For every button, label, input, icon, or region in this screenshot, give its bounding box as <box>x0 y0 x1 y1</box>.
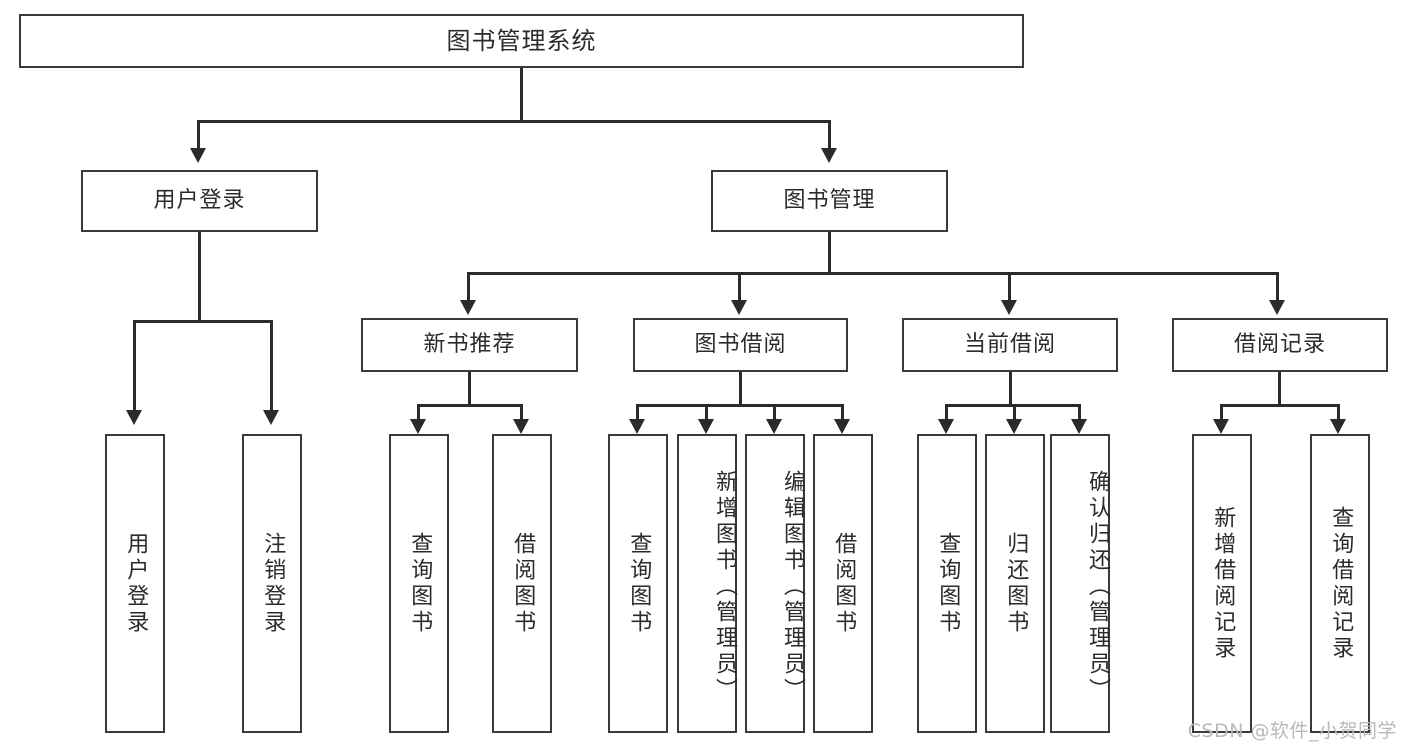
leaf-user-logout[interactable]: 注销登录 <box>242 434 302 733</box>
connector-user-login-branch-1 <box>133 320 136 412</box>
node-book-management[interactable]: 图书管理 <box>711 170 948 232</box>
connector-user-login-stem <box>198 232 201 322</box>
connector-new-book-stem <box>468 372 471 406</box>
arrowhead-borrow-record-leaf-2 <box>1330 419 1346 434</box>
arrowhead-new-book-leaf-1 <box>410 419 426 434</box>
arrowhead-book-mgmt-branch-1 <box>460 300 476 315</box>
connector-book-borrow-branch-4 <box>841 404 844 422</box>
node-book-borrow[interactable]: 图书借阅 <box>633 318 848 372</box>
arrowhead-borrow-record-leaf-1 <box>1213 419 1229 434</box>
connector-borrow-record-stem <box>1278 372 1281 406</box>
leaf-borrow-add-book-admin[interactable]: 新增图书（管理员） <box>677 434 737 733</box>
arrowhead-current-borrow-leaf-3 <box>1071 419 1087 434</box>
leaf-label: 查询图书 <box>626 531 652 636</box>
leaf-user-login[interactable]: 用户登录 <box>105 434 165 733</box>
leaf-label: 编辑图书（管理员） <box>780 469 805 704</box>
connector-book-borrow-branch-3 <box>773 404 776 422</box>
connector-new-book-branch-2 <box>520 404 523 422</box>
connector-current-borrow-branch-3 <box>1078 404 1081 422</box>
connector-root-stem <box>520 68 523 120</box>
connector-new-book-branch-1 <box>417 404 420 422</box>
arrowhead-book-borrow-leaf-3 <box>766 419 782 434</box>
leaf-label: 新增借阅记录 <box>1210 505 1236 662</box>
leaf-borrow-query-book[interactable]: 查询图书 <box>608 434 668 733</box>
node-new-book-recommend[interactable]: 新书推荐 <box>361 318 578 372</box>
arrowhead-current-borrow-leaf-1 <box>938 419 954 434</box>
arrowhead-root-to-user-login <box>190 148 206 163</box>
connector-current-borrow-stem <box>1009 372 1012 406</box>
arrowhead-root-to-book-mgmt <box>821 148 837 163</box>
node-label: 新书推荐 <box>423 331 516 357</box>
connector-root-to-book-mgmt <box>828 120 831 150</box>
node-user-login[interactable]: 用户登录 <box>81 170 318 232</box>
arrowhead-user-login-leaf-1 <box>126 410 142 425</box>
connector-borrow-record-branch-1 <box>1220 404 1223 422</box>
leaf-label: 借阅图书 <box>831 531 857 636</box>
leaf-label: 查询图书 <box>407 531 433 636</box>
connector-book-mgmt-branch-2 <box>738 272 741 302</box>
node-label: 借阅记录 <box>1233 331 1326 357</box>
arrowhead-book-mgmt-branch-2 <box>731 300 747 315</box>
leaf-label: 注销登录 <box>260 531 286 636</box>
connector-new-book-bus <box>417 404 523 407</box>
leaf-label: 用户登录 <box>123 531 149 636</box>
leaf-recommend-borrow-book[interactable]: 借阅图书 <box>492 434 552 733</box>
connector-user-login-branch-2 <box>270 320 273 412</box>
node-label: 图书借阅 <box>694 331 787 357</box>
leaf-label: 查询借阅记录 <box>1328 505 1354 662</box>
connector-book-borrow-bus <box>636 404 844 407</box>
connector-current-borrow-branch-2 <box>1013 404 1016 422</box>
node-borrow-record[interactable]: 借阅记录 <box>1172 318 1388 372</box>
leaf-current-return-book[interactable]: 归还图书 <box>985 434 1045 733</box>
arrowhead-new-book-leaf-2 <box>513 419 529 434</box>
arrowhead-book-borrow-leaf-2 <box>698 419 714 434</box>
arrowhead-book-borrow-leaf-4 <box>834 419 850 434</box>
connector-book-borrow-stem <box>739 372 742 406</box>
leaf-label: 归还图书 <box>1003 531 1029 636</box>
leaf-current-confirm-return-admin[interactable]: 确认归还（管理员） <box>1050 434 1110 733</box>
connector-book-borrow-branch-1 <box>636 404 639 422</box>
node-label: 图书管理 <box>783 187 876 213</box>
arrowhead-current-borrow-leaf-2 <box>1006 419 1022 434</box>
leaf-borrow-edit-book-admin[interactable]: 编辑图书（管理员） <box>745 434 805 733</box>
leaf-record-query-record[interactable]: 查询借阅记录 <box>1310 434 1370 733</box>
leaf-borrow-borrow-book[interactable]: 借阅图书 <box>813 434 873 733</box>
leaf-label: 借阅图书 <box>510 531 536 636</box>
connector-book-mgmt-branch-1 <box>467 272 470 302</box>
node-label: 当前借阅 <box>963 331 1056 357</box>
connector-book-mgmt-bus <box>467 272 1279 275</box>
connector-book-borrow-branch-2 <box>705 404 708 422</box>
connector-book-mgmt-branch-3 <box>1008 272 1011 302</box>
node-root-system[interactable]: 图书管理系统 <box>19 14 1024 68</box>
connector-borrow-record-branch-2 <box>1337 404 1340 422</box>
leaf-record-add-record[interactable]: 新增借阅记录 <box>1192 434 1252 733</box>
connector-current-borrow-branch-1 <box>945 404 948 422</box>
leaf-label: 确认归还（管理员） <box>1085 469 1110 704</box>
leaf-label: 新增图书（管理员） <box>712 469 737 704</box>
leaf-current-query-book[interactable]: 查询图书 <box>917 434 977 733</box>
connector-user-login-bus <box>133 320 270 323</box>
connector-root-bus <box>197 120 831 123</box>
arrowhead-book-borrow-leaf-1 <box>629 419 645 434</box>
connector-root-to-user-login <box>197 120 200 150</box>
connector-book-mgmt-branch-4 <box>1276 272 1279 302</box>
arrowhead-book-mgmt-branch-3 <box>1001 300 1017 315</box>
leaf-label: 查询图书 <box>935 531 961 636</box>
connector-current-borrow-bus <box>945 404 1080 407</box>
node-current-borrow[interactable]: 当前借阅 <box>902 318 1118 372</box>
leaf-recommend-query-book[interactable]: 查询图书 <box>389 434 449 733</box>
connector-borrow-record-bus <box>1220 404 1340 407</box>
arrowhead-user-login-leaf-2 <box>263 410 279 425</box>
connector-book-mgmt-stem <box>828 232 831 274</box>
node-label: 图书管理系统 <box>446 26 597 55</box>
node-label: 用户登录 <box>153 187 246 213</box>
arrowhead-book-mgmt-branch-4 <box>1269 300 1285 315</box>
